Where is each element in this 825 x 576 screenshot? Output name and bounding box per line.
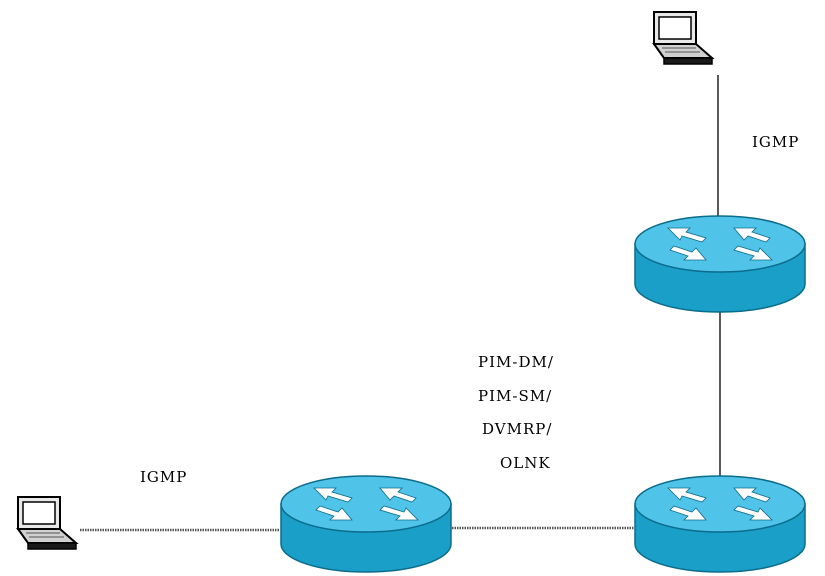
igmp-label-left: IGMP bbox=[140, 468, 187, 486]
protocol-label-dvmrp: DVMRP/ bbox=[482, 420, 552, 438]
router-upper-icon[interactable] bbox=[634, 215, 806, 313]
protocol-label-pim-dm: PIM-DM/ bbox=[478, 353, 554, 371]
laptop-left-icon[interactable] bbox=[17, 496, 77, 550]
protocol-label-olnk: OLNK bbox=[500, 454, 551, 472]
router-bottom-middle-icon[interactable] bbox=[280, 475, 452, 573]
igmp-label-top: IGMP bbox=[752, 133, 799, 151]
protocol-label-pim-sm: PIM-SM/ bbox=[478, 387, 552, 405]
router-bottom-right-icon[interactable] bbox=[634, 475, 806, 573]
laptop-top-icon[interactable] bbox=[653, 11, 713, 65]
